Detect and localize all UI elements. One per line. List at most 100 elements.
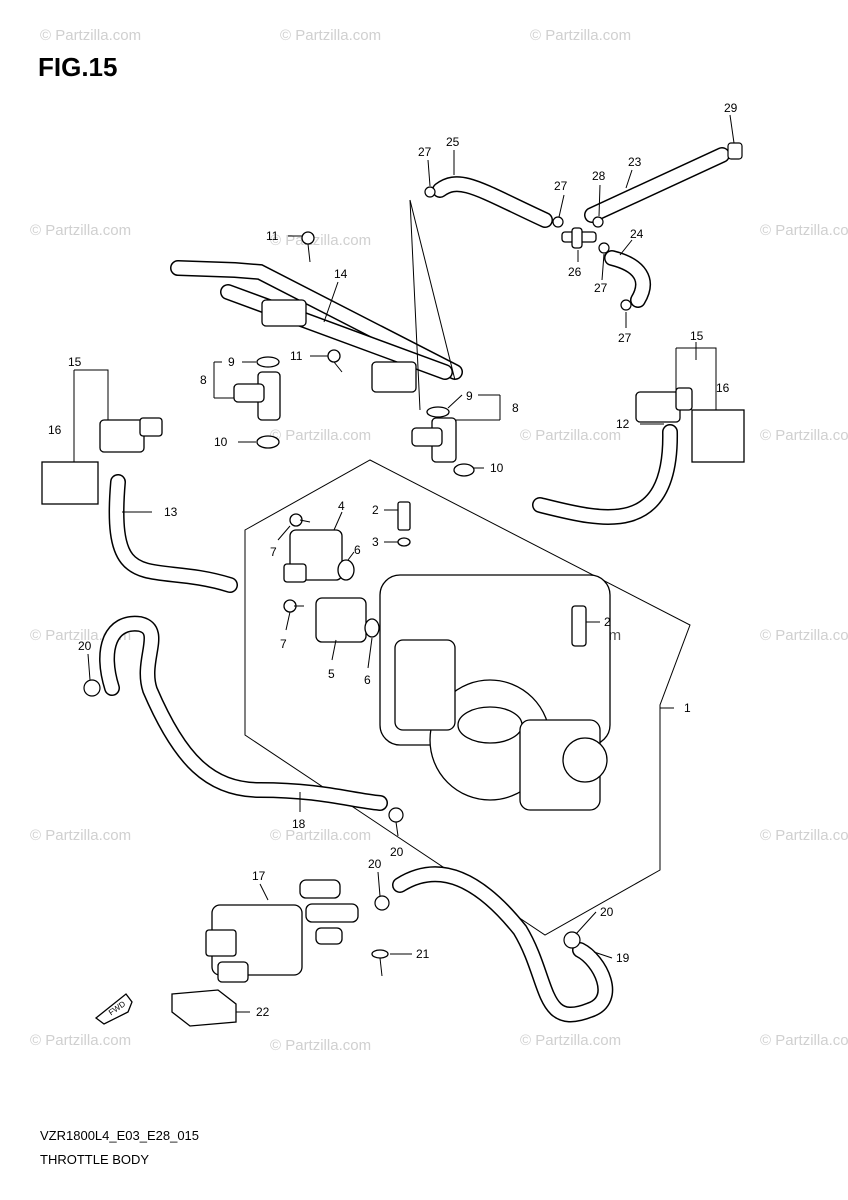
clamp-20[interactable] — [388, 807, 404, 823]
fuel-injector-8[interactable] — [411, 417, 457, 463]
fuel-delivery-pipe-14[interactable] — [170, 260, 463, 393]
watermark: © Partzilla.com — [760, 222, 848, 239]
callout-5: 5 — [328, 667, 335, 681]
hose-12[interactable] — [532, 424, 679, 525]
watermark-layer: © Partzilla.com © Partzilla.com © Partzi… — [30, 27, 848, 1054]
throttle-body-assembly-outline — [244, 459, 691, 936]
callout-2: 2 — [372, 503, 379, 517]
callout-27: 27 — [418, 145, 432, 159]
callout-23: 23 — [628, 155, 642, 169]
callout-16: 16 — [716, 381, 730, 395]
hose-24[interactable] — [604, 250, 651, 308]
callout-28: 28 — [592, 169, 606, 183]
callout-10: 10 — [490, 461, 504, 475]
callout-3: 3 — [372, 535, 379, 549]
screw-7[interactable] — [283, 599, 304, 613]
valve-17[interactable] — [205, 879, 359, 983]
fuel-injector-8[interactable] — [233, 371, 281, 421]
callout-14: 14 — [334, 267, 348, 281]
o-ring-9[interactable] — [256, 356, 280, 368]
watermark: © Partzilla.com — [270, 1037, 371, 1054]
bolt-2[interactable] — [397, 501, 411, 531]
watermark: © Partzilla.com — [270, 827, 371, 844]
hose-19[interactable] — [392, 866, 614, 1023]
callout-11: 11 — [290, 349, 303, 363]
clamp-27[interactable] — [552, 216, 564, 228]
callout-15: 15 — [68, 355, 82, 369]
callout-15: 15 — [690, 329, 704, 343]
o-ring-6[interactable] — [337, 559, 355, 581]
watermark: © Partzilla.com — [30, 827, 131, 844]
callout-27: 27 — [554, 179, 568, 193]
hose-23[interactable] — [584, 147, 730, 223]
o-ring-10[interactable] — [256, 435, 280, 449]
callout-19: 19 — [616, 951, 630, 965]
callout-11: 11 — [266, 229, 279, 243]
callout-20: 20 — [390, 845, 404, 859]
clamp-27[interactable] — [598, 242, 610, 254]
callout-2: 2 — [604, 615, 611, 629]
callout-21: 21 — [416, 947, 430, 961]
watermark: © Partzilla.com — [760, 427, 848, 444]
watermark: © Partzilla.com — [520, 427, 621, 444]
callout-27: 27 — [618, 331, 632, 345]
clamp-29[interactable] — [727, 142, 743, 160]
clamp-20[interactable] — [83, 679, 101, 697]
watermark: © Partzilla.com — [530, 27, 631, 44]
sensor-5[interactable] — [315, 597, 367, 643]
hose-25[interactable] — [432, 176, 553, 228]
hose-18[interactable] — [99, 615, 388, 811]
clamp-28[interactable] — [592, 216, 604, 228]
callout-24: 24 — [630, 227, 644, 241]
callout-8: 8 — [512, 401, 519, 415]
watermark: © Partzilla.com — [30, 222, 131, 239]
diagram-code: VZR1800L4_E03_E28_015 — [40, 1128, 200, 1143]
callout-9: 9 — [228, 355, 235, 369]
hose-13[interactable] — [108, 474, 238, 593]
callout-27: 27 — [594, 281, 608, 295]
washer-3[interactable] — [397, 537, 411, 547]
clamp-27[interactable] — [620, 299, 632, 311]
watermark: © Partzilla.com — [270, 427, 371, 444]
callout-10: 10 — [214, 435, 228, 449]
screw-7[interactable] — [289, 513, 311, 527]
bolt-2[interactable] — [571, 605, 587, 647]
callout-20: 20 — [368, 857, 382, 871]
o-ring-9[interactable] — [426, 406, 450, 418]
callout-18: 18 — [292, 817, 306, 831]
clamp-27[interactable] — [424, 186, 436, 198]
callout-20: 20 — [600, 905, 614, 919]
cap-16[interactable] — [41, 461, 99, 505]
label-22[interactable] — [171, 989, 237, 1027]
sensor-15[interactable] — [99, 417, 163, 453]
clamp-20[interactable] — [563, 931, 581, 949]
leader-lines — [73, 114, 735, 1013]
cap-16[interactable] — [691, 409, 745, 463]
clamp-20[interactable] — [374, 895, 390, 911]
watermark: © Partzilla.com — [520, 1032, 621, 1049]
screw-21[interactable] — [371, 949, 389, 977]
sensor-4[interactable] — [283, 529, 343, 583]
throttle-body-1[interactable] — [379, 574, 611, 811]
o-ring-6[interactable] — [364, 618, 380, 638]
o-ring-10[interactable] — [453, 463, 475, 477]
watermark: © Partzilla.com — [270, 232, 371, 249]
callout-1: 1 — [684, 701, 691, 715]
callout-4: 4 — [338, 499, 345, 513]
callout-6: 6 — [354, 543, 361, 557]
callout-22: 22 — [256, 1005, 270, 1019]
callout-17: 17 — [252, 869, 266, 883]
watermark: © Partzilla.com — [760, 827, 848, 844]
sensor-15[interactable] — [635, 387, 693, 423]
tee-joint-26[interactable] — [561, 227, 597, 249]
watermark: © Partzilla.com — [40, 27, 141, 44]
bolt-11[interactable] — [301, 231, 315, 263]
fwd-arrow-icon: FWD — [94, 993, 133, 1025]
callout-25: 25 — [446, 135, 460, 149]
callout-9: 9 — [466, 389, 473, 403]
watermark: © Partzilla.com — [760, 627, 848, 644]
callout-26: 26 — [568, 265, 582, 279]
bolt-11[interactable] — [327, 349, 343, 373]
watermark: © Partzilla.com — [30, 1032, 131, 1049]
